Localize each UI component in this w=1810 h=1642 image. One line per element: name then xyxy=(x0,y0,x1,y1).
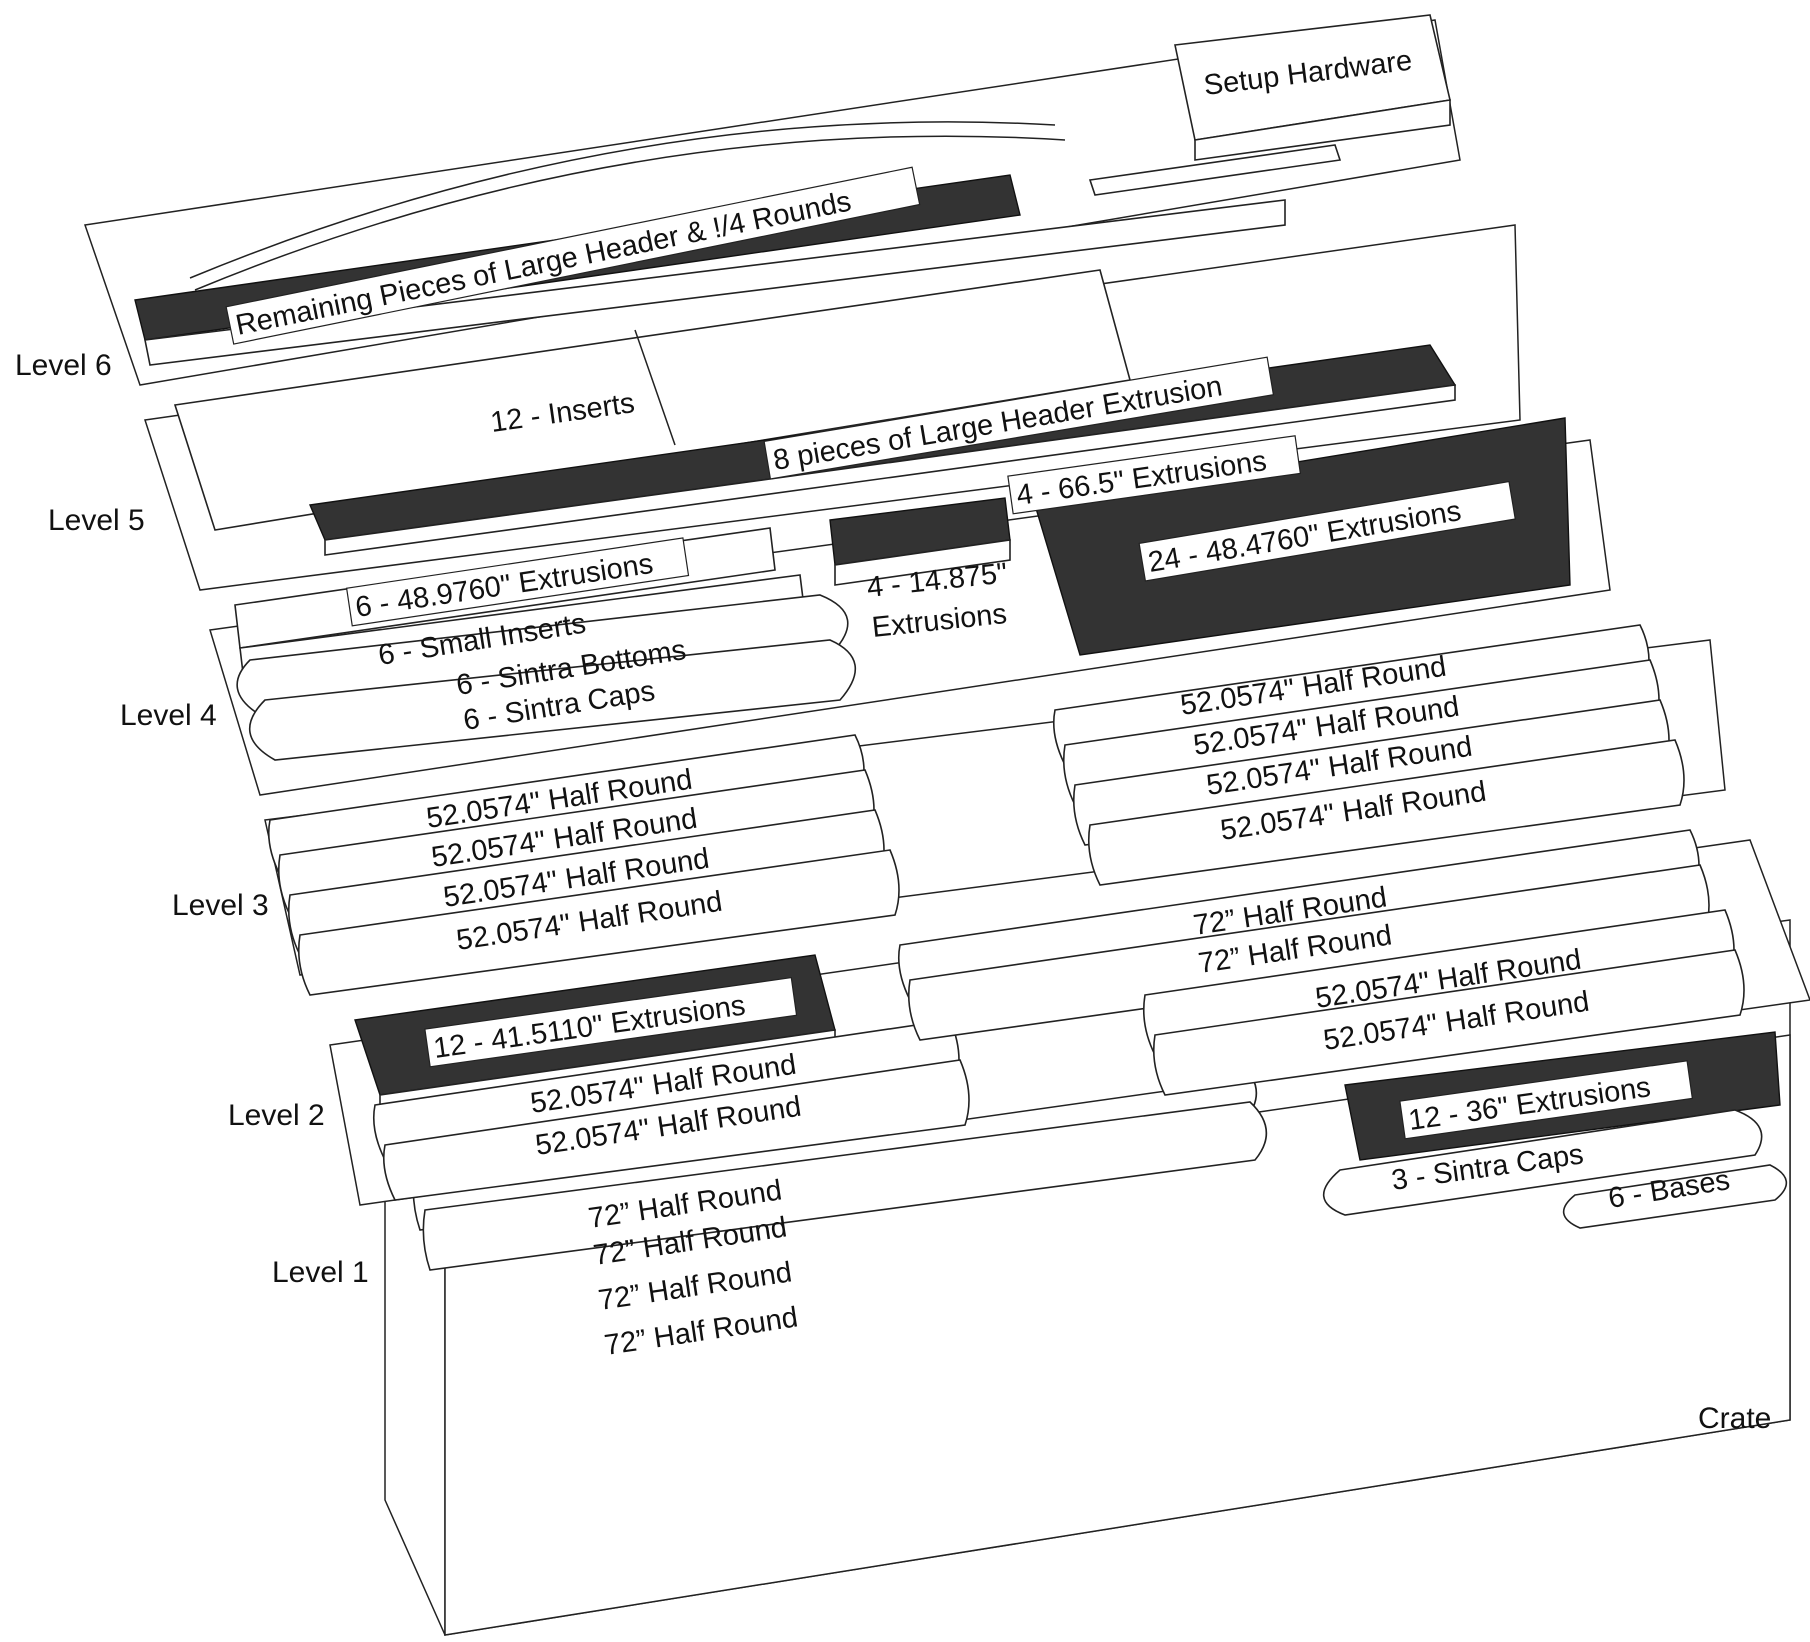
level-2-label: Level 2 xyxy=(228,1099,325,1132)
level-2 xyxy=(329,829,1810,1229)
level-3-label: Level 3 xyxy=(172,889,269,922)
crate-label: Crate xyxy=(1698,1402,1771,1435)
level-6-label: Level 6 xyxy=(15,349,112,382)
level-5-label: Level 5 xyxy=(48,504,145,537)
labels: Level 6 Level 5 Level 4 Level 3 Level 2 … xyxy=(15,45,1771,1435)
level-4-label: Level 4 xyxy=(120,699,217,732)
level-1-label: Level 1 xyxy=(272,1256,369,1289)
level-3 xyxy=(264,624,1726,996)
